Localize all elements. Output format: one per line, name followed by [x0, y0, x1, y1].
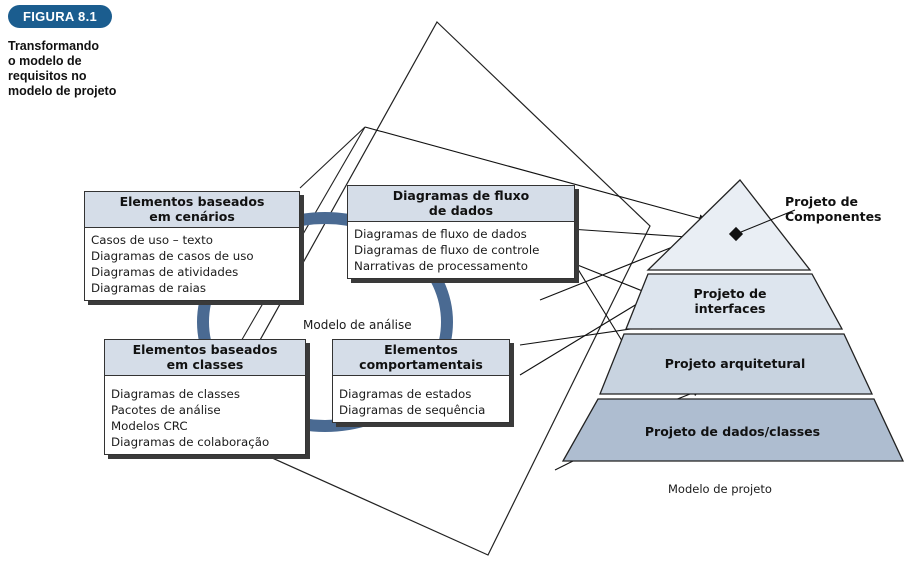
- card-title: Elementos comportamentais: [333, 340, 509, 376]
- caption-line: requisitos no: [8, 69, 87, 83]
- connector-line: [239, 126, 366, 344]
- card-title: Diagramas de fluxo de dados: [348, 186, 574, 222]
- pyramid-tier-components: [646, 179, 812, 271]
- caption-line: Transformando: [8, 39, 99, 53]
- connector-line: [299, 126, 366, 189]
- card-title: Elementos baseados em classes: [105, 340, 305, 376]
- figure-caption: Transformando o modelo de requisitos no …: [8, 39, 178, 99]
- card-item: Narrativas de processamento: [354, 259, 528, 273]
- card-class-elements: Elementos baseados em classes Diagramas …: [104, 339, 306, 455]
- card-behavioral-elements: Elementos comportamentais Diagramas de e…: [332, 339, 510, 423]
- card-item: Casos de uso – texto: [91, 233, 213, 247]
- card-data-flow-diagrams: Diagramas de fluxo de dados Diagramas de…: [347, 185, 575, 279]
- card-title: Elementos baseados em cenários: [85, 192, 299, 228]
- card-item: Pacotes de análise: [111, 403, 221, 417]
- arrow-to-components: [569, 228, 703, 242]
- component-leader-line: [740, 209, 796, 233]
- pyramid-tier-architecture: [599, 333, 874, 395]
- card-item: Diagramas de fluxo de controle: [354, 243, 540, 257]
- card-item-list: Casos de uso – texto Diagramas de casos …: [85, 228, 299, 300]
- tier-label-components: Projeto de Componentes: [785, 194, 882, 224]
- analysis-model-label: Modelo de análise: [301, 318, 414, 332]
- card-item: Diagramas de colaboração: [111, 435, 270, 449]
- card-item: Diagramas de atividades: [91, 265, 239, 279]
- card-item-list: Diagramas de fluxo de dados Diagramas de…: [348, 222, 574, 278]
- card-item: Diagramas de fluxo de dados: [354, 227, 527, 241]
- analysis-ring: [197, 212, 453, 432]
- tier-label-interfaces: Projeto de interfaces: [693, 286, 767, 316]
- card-item-list: Diagramas de classes Pacotes de análise …: [105, 376, 305, 454]
- design-model-label: Modelo de projeto: [666, 482, 774, 496]
- card-item: Diagramas de classes: [111, 387, 240, 401]
- card-item: Diagramas de raias: [91, 281, 207, 295]
- caption-line: modelo de projeto: [8, 84, 117, 98]
- arrow-to-components: [364, 126, 707, 222]
- card-item: Diagramas de estados: [339, 387, 472, 401]
- figure-badge: FIGURA 8.1: [8, 5, 112, 28]
- card-item-list: Diagramas de estados Diagramas de sequên…: [333, 376, 509, 422]
- tier-label-architecture: Projeto arquitetural: [664, 356, 806, 371]
- card-item: Modelos CRC: [111, 419, 188, 433]
- pyramid-tier-interfaces: [625, 273, 844, 330]
- tier-label-data: Projeto de dados/classes: [644, 424, 821, 439]
- card-item: Diagramas de casos de uso: [91, 249, 254, 263]
- card-item: Diagramas de sequência: [339, 403, 486, 417]
- pyramid-tier-data: [561, 398, 905, 462]
- card-scenario-elements: Elementos baseados em cenários Casos de …: [84, 191, 300, 301]
- component-marker-icon: [728, 226, 744, 242]
- caption-line: o modelo de: [8, 54, 82, 68]
